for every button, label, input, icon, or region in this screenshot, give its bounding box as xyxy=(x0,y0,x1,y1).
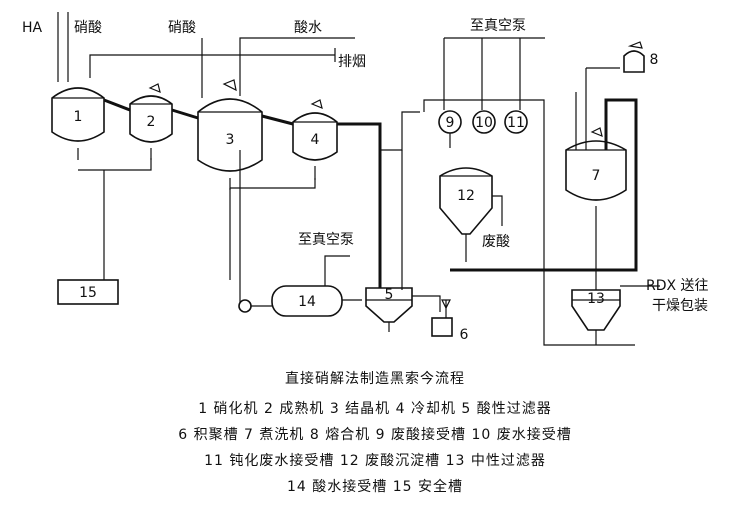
caption-line-2: 6 积聚槽 7 煮洗机 8 熔合机 9 废酸接受槽 10 废水接受槽 xyxy=(178,427,572,443)
unit-11-label: 11 xyxy=(507,115,525,131)
receiver-11-passivation: 11 xyxy=(504,110,528,134)
vessel-2-maturer: 2 xyxy=(129,83,173,160)
label-dry-pack: 干燥包装 xyxy=(652,298,708,314)
vessel-3-crystallizer: 3 xyxy=(197,79,263,190)
unit-9-label: 9 xyxy=(446,115,455,131)
unit-13-label: 13 xyxy=(587,291,605,307)
feed-lines xyxy=(57,12,355,98)
unit-3-label: 3 xyxy=(226,132,235,148)
label-ha: HA xyxy=(22,20,43,36)
unit-7-label: 7 xyxy=(592,168,601,184)
unit-12-label: 12 xyxy=(457,188,475,204)
caption-line-1: 1 硝化机 2 成熟机 3 结晶机 4 冷却机 5 酸性过滤器 xyxy=(198,401,552,417)
label-nitric-acid-2: 硝酸 xyxy=(168,20,196,36)
caption-line-3: 11 钝化废水接受槽 12 废酸沉淀槽 13 中性过滤器 xyxy=(204,453,546,469)
unit-15-label: 15 xyxy=(79,285,97,301)
receiver-9-waste-acid: 9 xyxy=(438,110,462,148)
receiver-10-waste-water: 10 xyxy=(472,110,496,134)
unit-1-label: 1 xyxy=(74,109,83,125)
unit-8-label: 8 xyxy=(650,52,659,68)
label-rdx-to: RDX 送往 xyxy=(646,278,709,294)
label-nitric-acid-1: 硝酸 xyxy=(74,20,102,36)
filter-5-acid: 5 xyxy=(365,287,441,332)
tank-14-acid-water: 14 xyxy=(238,255,362,317)
label-exhaust: 排烟 xyxy=(338,54,366,70)
label-waste-acid: 废酸 xyxy=(482,234,510,250)
filter-13-neutral: 13 xyxy=(571,285,660,345)
unit-6-label: 6 xyxy=(460,327,469,343)
unit-5-label: 5 xyxy=(385,287,394,303)
label-to-vacuum-top: 至真空泵 xyxy=(470,18,526,34)
vacuum-header xyxy=(443,37,545,110)
drain-lines xyxy=(78,150,316,305)
melter-8: 8 xyxy=(623,41,659,73)
caption-line-4: 14 酸水接受槽 15 安全槽 xyxy=(287,479,463,495)
vessel-4-cooler: 4 xyxy=(292,99,338,180)
unit-10-label: 10 xyxy=(475,115,493,131)
label-to-vacuum-left: 至真空泵 xyxy=(298,232,354,248)
vessel-1-nitrator: 1 xyxy=(51,87,105,160)
label-acid-water: 酸水 xyxy=(294,20,322,36)
washer-7-boiler: 7 xyxy=(450,67,638,290)
unit-14-label: 14 xyxy=(298,294,316,310)
settler-12-waste-acid: 12 xyxy=(439,167,503,262)
caption-title: 直接硝解法制造黑索今流程 xyxy=(285,371,465,387)
tank-6-accumulator: 6 xyxy=(431,299,469,343)
unit-2-label: 2 xyxy=(147,114,156,130)
unit-4-label: 4 xyxy=(311,132,320,148)
tank-15-safety: 15 xyxy=(57,279,119,305)
